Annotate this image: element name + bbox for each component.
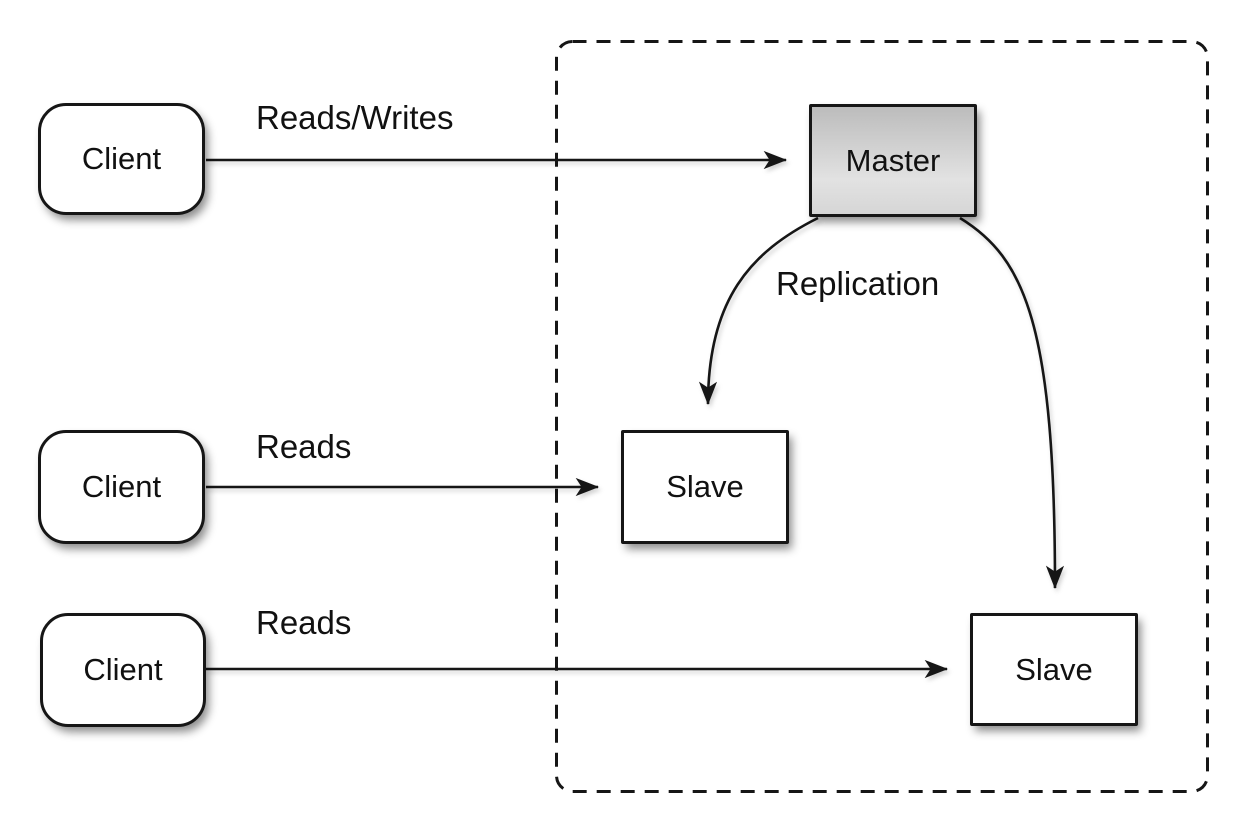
node-client-3-label: Client bbox=[83, 652, 163, 687]
node-slave-2-label: Slave bbox=[1015, 651, 1093, 687]
node-client-3: Client bbox=[40, 613, 206, 727]
node-master: Master bbox=[809, 104, 977, 217]
arrow-master-to-slave2 bbox=[959, 216, 1065, 590]
node-slave-1-label: Slave bbox=[666, 469, 744, 504]
node-master-label: Master bbox=[845, 142, 941, 178]
node-slave-2: Slave bbox=[970, 613, 1138, 726]
node-client-1: Client bbox=[38, 103, 205, 215]
node-client-1-label: Client bbox=[81, 141, 162, 176]
cluster-boundary-dashed-box bbox=[555, 40, 1209, 793]
arrow-master-to-slave1 bbox=[698, 216, 819, 406]
node-client-2-label: Client bbox=[81, 469, 162, 504]
node-client-2: Client bbox=[38, 430, 205, 544]
edge-label-reads-client3: Reads bbox=[256, 604, 352, 641]
node-slave-1: Slave bbox=[621, 430, 789, 544]
edge-label-reads-client2: Reads bbox=[256, 428, 352, 465]
edge-label-reads-writes: Reads/Writes bbox=[256, 99, 454, 136]
edge-label-replication: Replication bbox=[776, 265, 940, 302]
